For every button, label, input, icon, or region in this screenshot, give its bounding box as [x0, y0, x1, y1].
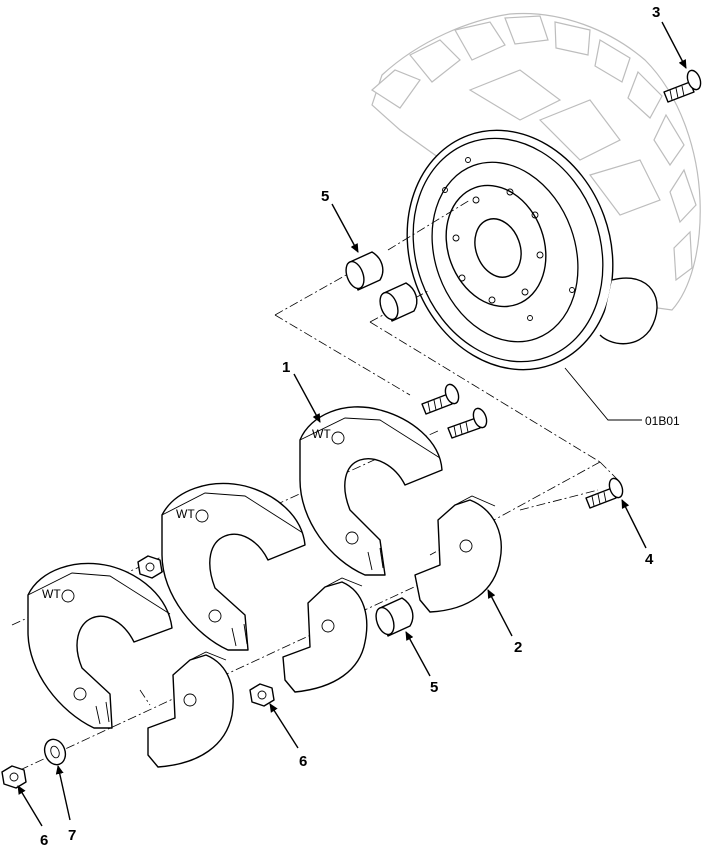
- washer-item-7: [43, 738, 67, 766]
- bolt-upper-a: [421, 383, 460, 415]
- half-weight-rear: [147, 651, 234, 768]
- svg-text:WT: WT: [42, 587, 61, 601]
- spacer-upper: [345, 251, 384, 291]
- bolt-item-4: [585, 477, 624, 509]
- callout-4: 4: [645, 551, 654, 568]
- wheel-rim: [406, 129, 658, 371]
- nut-item-6-middle: [249, 683, 275, 707]
- callout-7: 7: [68, 827, 76, 844]
- leader-lines: [17, 21, 687, 827]
- wheel-weight-rear: WT: [27, 562, 173, 729]
- figure-reference-code: 01B01: [645, 414, 680, 428]
- wheel-weight-item-1: WT: [299, 406, 443, 576]
- svg-text:WT: WT: [312, 427, 331, 441]
- nut-item-6-bottom: [1, 765, 27, 789]
- bolt-item-3: [663, 69, 702, 103]
- nut-upper-left: [137, 555, 163, 579]
- half-weight-item-2: [414, 495, 502, 613]
- bolt-upper-b: [447, 407, 488, 439]
- callout-5-upper: 5: [321, 188, 329, 205]
- svg-text:WT: WT: [176, 507, 195, 521]
- wheel-weight-middle: WT: [161, 482, 306, 651]
- rim-bolt-holes: [442, 157, 575, 321]
- callout-5-lower: 5: [430, 679, 438, 696]
- callout-1: 1: [282, 359, 290, 376]
- callout-6-bottom: 6: [40, 832, 48, 849]
- callout-3: 3: [652, 4, 660, 21]
- half-weight-middle: [282, 577, 368, 693]
- spacer-lower: [375, 597, 414, 637]
- spacer-middle: [379, 282, 418, 322]
- callout-2: 2: [514, 639, 522, 656]
- callout-6-middle: 6: [299, 753, 307, 770]
